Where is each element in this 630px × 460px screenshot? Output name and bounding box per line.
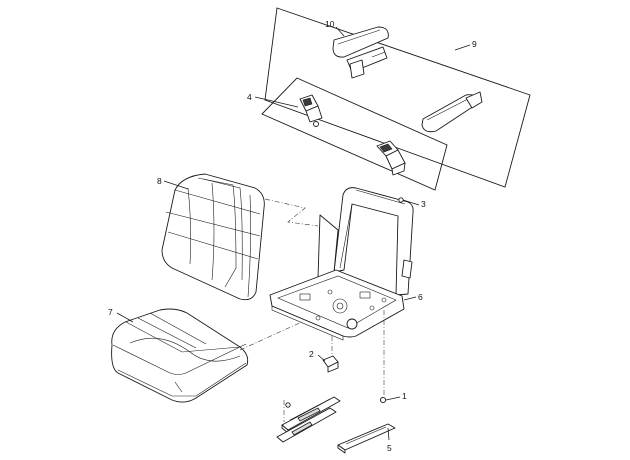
callout-6: 6 [418, 292, 423, 302]
seat-rail-left [276, 396, 341, 443]
callout-7: 7 [108, 307, 113, 317]
leader-5 [387, 427, 390, 441]
leader-1 [385, 396, 401, 401]
seat-switch [322, 355, 339, 373]
seat-cushion [111, 308, 249, 403]
callout-1: 1 [402, 391, 407, 401]
callout-4: 4 [247, 92, 252, 102]
leader-6 [403, 296, 417, 301]
leader-2 [317, 354, 326, 362]
leader-8 [163, 180, 189, 190]
armrest-kit-frame [264, 7, 531, 188]
callout-8: 8 [157, 176, 162, 186]
seat-rail-right [337, 423, 396, 454]
seat-frame [269, 187, 414, 341]
seat-belt-retractor [376, 140, 406, 176]
screw-3 [398, 197, 404, 203]
armrest-right [421, 91, 483, 133]
callout-3: 3 [421, 199, 426, 209]
leader-9 [454, 44, 471, 51]
leader-3 [402, 199, 420, 206]
callout-2: 2 [309, 349, 314, 359]
seat-belt-kit-frame [261, 77, 448, 191]
armrest-left [332, 26, 389, 79]
leader-10 [335, 26, 345, 37]
leader-4 [254, 96, 299, 108]
leader-7 [116, 312, 134, 323]
bolt-1 [379, 396, 387, 404]
alignment-line-backrest [264, 198, 319, 227]
alignment-line-cushion [239, 320, 305, 351]
seat-belt-buckle [299, 94, 323, 127]
callout-9: 9 [472, 39, 477, 49]
callout-5: 5 [387, 443, 392, 453]
backrest-cushion [161, 173, 265, 301]
callout-10: 10 [325, 19, 335, 29]
